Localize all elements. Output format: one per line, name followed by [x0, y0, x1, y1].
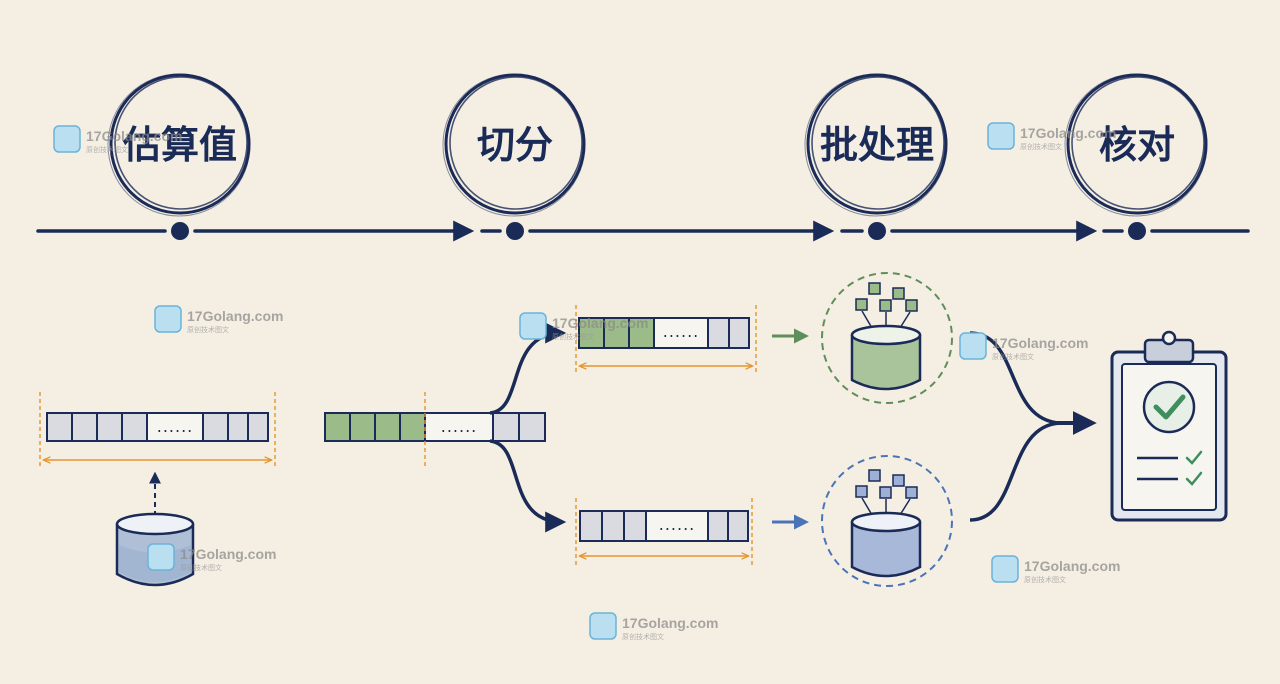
watermark-subtitle: 原创技术图文 [992, 352, 1034, 361]
branch-arrow-bottom [489, 439, 567, 533]
watermark-title: 17Golang.com [552, 315, 648, 331]
step-label-verify: 核对 [1099, 123, 1175, 167]
ellipsis: ...... [441, 417, 478, 436]
step-label-split: 切分 [477, 123, 553, 167]
step-label-batch: 批处理 [820, 123, 934, 167]
timeline-node [171, 222, 189, 240]
watermark-title: 17Golang.com [1024, 558, 1120, 574]
watermark-title: 17Golang.com [86, 128, 182, 144]
watermark-title: 17Golang.com [622, 615, 718, 631]
merge-arrow-bottom [969, 421, 1061, 522]
estimate-array: ...... [39, 392, 276, 468]
batch-db-blue [821, 455, 953, 587]
batch-db-green [821, 272, 953, 404]
step-label-estimate: 估算值 [122, 123, 237, 167]
watermark: 17Golang.com 原创技术图文 [987, 122, 1116, 151]
step-verify: 核对 [1064, 73, 1208, 240]
watermark-subtitle: 原创技术图文 [180, 563, 222, 572]
watermark: 17Golang.com 原创技术图文 [589, 612, 718, 641]
step-batch: 批处理 [804, 73, 948, 240]
watermark: 17Golang.com 原创技术图文 [959, 332, 1088, 361]
ellipsis: ...... [663, 322, 700, 341]
branch-arrow-top [489, 322, 567, 415]
watermark-subtitle: 原创技术图文 [86, 145, 128, 154]
checkmark-icon [1142, 380, 1196, 434]
watermark-title: 17Golang.com [180, 546, 276, 562]
watermark: 17Golang.com 原创技术图文 [154, 305, 283, 334]
watermark-subtitle: 原创技术图文 [552, 332, 594, 341]
watermark-subtitle: 原创技术图文 [1024, 575, 1066, 584]
ellipsis: ...... [659, 515, 696, 534]
step-estimate: 估算值 [107, 73, 251, 240]
step-split: 切分 [442, 73, 586, 240]
batch-array-green: ...... [575, 305, 757, 375]
timeline-node [1128, 222, 1146, 240]
watermark-title: 17Golang.com [992, 335, 1088, 351]
watermark-title: 17Golang.com [187, 308, 283, 324]
split-array: ...... [324, 392, 546, 466]
watermark: 17Golang.com 原创技术图文 [147, 543, 276, 572]
watermark: 17Golang.com 原创技术图文 [519, 312, 648, 341]
watermark-subtitle: 原创技术图文 [622, 632, 664, 641]
watermark: 17Golang.com 原创技术图文 [53, 125, 182, 154]
ellipsis: ...... [157, 417, 194, 436]
timeline-node [506, 222, 524, 240]
timeline-node [868, 222, 886, 240]
watermark-title: 17Golang.com [1020, 125, 1116, 141]
watermark-subtitle: 原创技术图文 [187, 325, 229, 334]
clipboard-check-icon [1110, 330, 1228, 522]
batch-array-gray: ...... [575, 498, 753, 568]
watermark: 17Golang.com 原创技术图文 [991, 555, 1120, 584]
watermark-subtitle: 原创技术图文 [1020, 142, 1062, 151]
